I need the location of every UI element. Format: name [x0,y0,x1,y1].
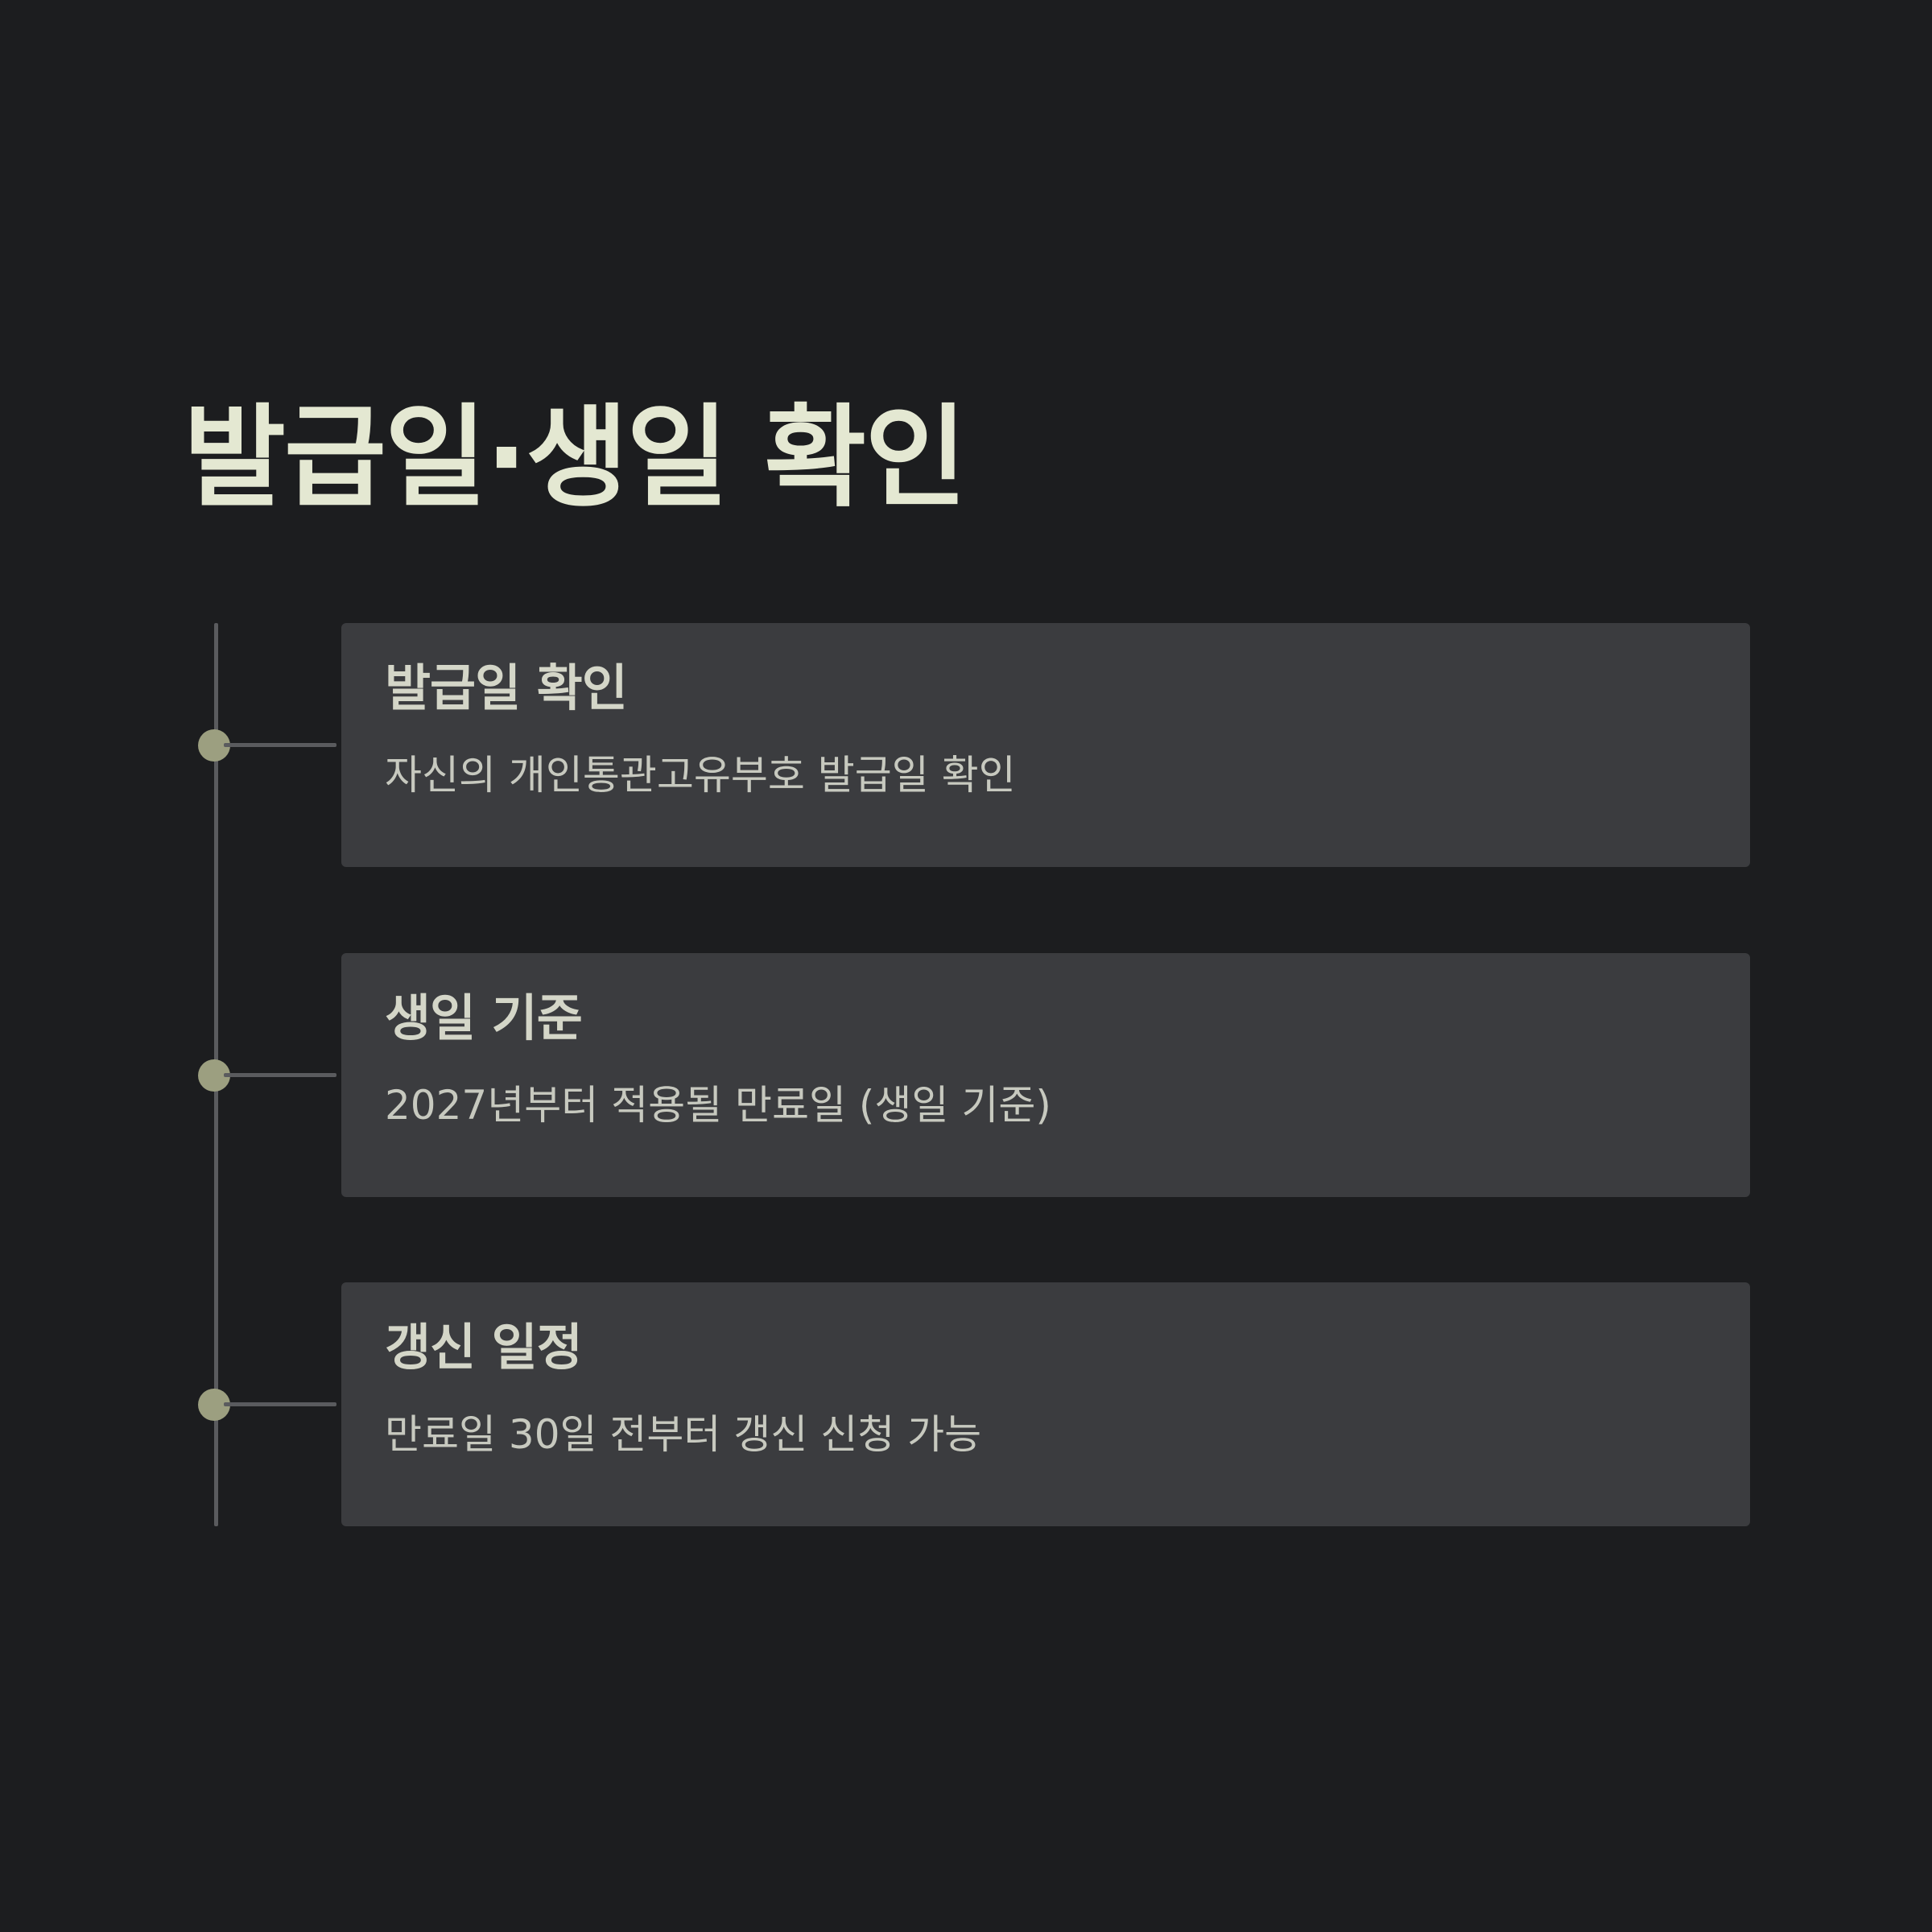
timeline-step-issue-date: 발급일 확인 자신의 개인통관고유부호 발급일 확인 [0,623,1932,867]
step-card: 갱신 일정 만료일 30일 전부터 갱신 신청 가능 [341,1282,1750,1526]
step-description: 2027년부터 적용될 만료일 (생일 기준) [385,1082,1051,1129]
timeline-connector [224,1073,336,1077]
timeline-step-birthday-basis: 생일 기준 2027년부터 적용될 만료일 (생일 기준) [0,953,1932,1197]
step-heading: 생일 기준 [385,989,583,1047]
step-description: 자신의 개인통관고유부호 발급일 확인 [385,752,1016,799]
page-title: 발급일·생일 확인 [184,393,967,522]
step-heading: 발급일 확인 [385,658,628,717]
timeline-connector [224,743,336,747]
step-card: 생일 기준 2027년부터 적용될 만료일 (생일 기준) [341,953,1750,1197]
step-card: 발급일 확인 자신의 개인통관고유부호 발급일 확인 [341,623,1750,867]
timeline-connector [224,1402,336,1406]
step-heading: 갱신 일정 [385,1318,583,1377]
timeline-step-renewal-schedule: 갱신 일정 만료일 30일 전부터 갱신 신청 가능 [0,1282,1932,1526]
step-description: 만료일 30일 전부터 갱신 신청 가능 [385,1411,982,1458]
